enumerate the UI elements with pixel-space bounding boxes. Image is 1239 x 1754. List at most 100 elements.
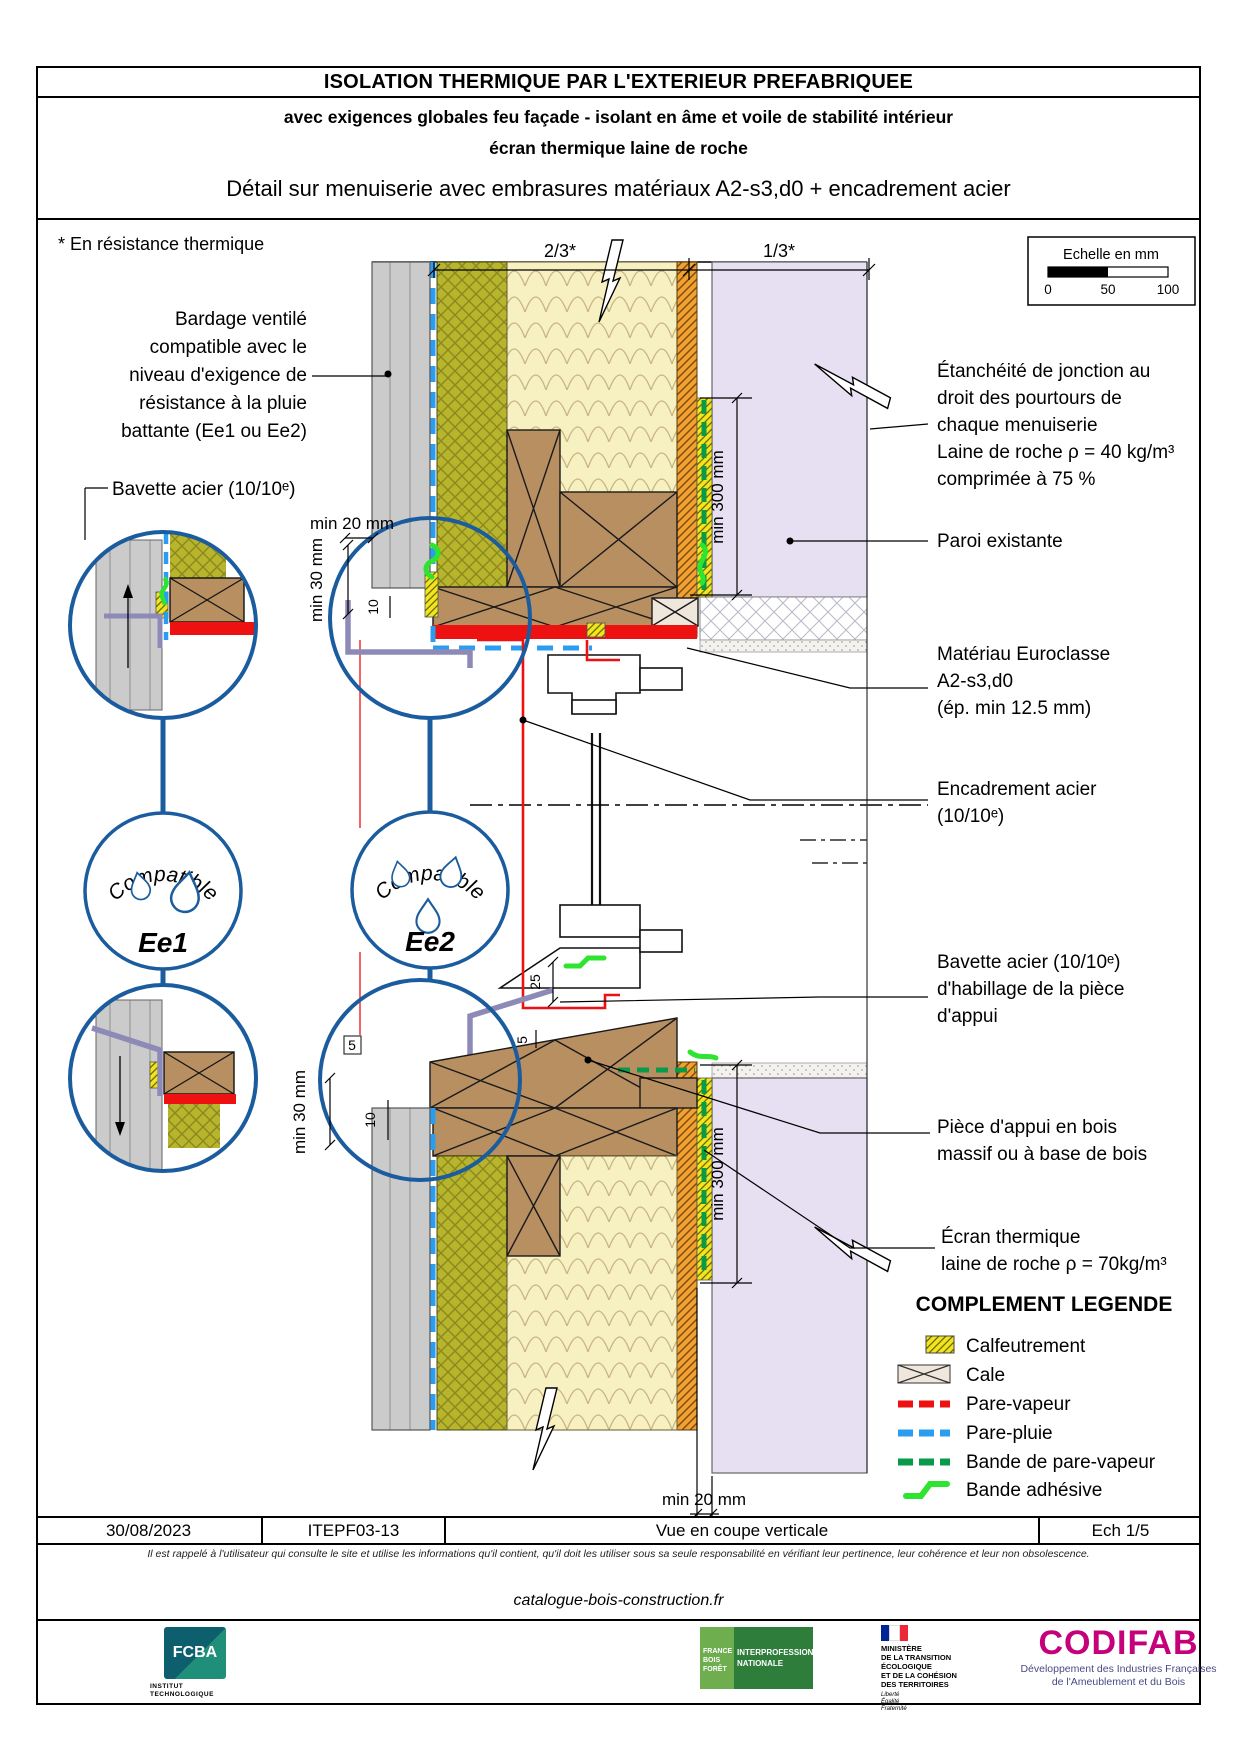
legend-swatch-bande-adhesive: [903, 1481, 950, 1499]
finish-strip-upper: [699, 639, 868, 653]
page-title: ISOLATION THERMIQUE PAR L'EXTERIEUR PREF…: [36, 66, 1201, 98]
label-encadrement-2: (10/10ᵉ): [937, 806, 1004, 827]
sheet-scale: Ech 1/5: [1091, 1520, 1150, 1540]
fbf-right-1: INTERPROFESSION: [737, 1648, 814, 1657]
stamp-ee1: Compatible Ee1: [83, 811, 243, 971]
ministere-logo: MINISTÈRE DE LA TRANSITION ÉCOLOGIQUE ET…: [881, 1625, 1001, 1713]
sheet-view-name: Vue en coupe verticale: [446, 1518, 1040, 1543]
sheet-reference: ITEPF03-13: [263, 1518, 446, 1543]
wall-section-upper: [371, 261, 868, 653]
detail-circle-F: [318, 978, 522, 1182]
dim-min20-top: min 20 mm: [310, 514, 394, 533]
label-etancheite-5: comprimée à 75 %: [937, 469, 1096, 490]
label-euroclasse-3: (ép. min 12.5 mm): [937, 698, 1091, 719]
title-block-bar: 30/08/2023 ITEPF03-13 Vue en coupe verti…: [36, 1516, 1201, 1545]
website-link[interactable]: catalogue-bois-construction.fr: [513, 1592, 724, 1609]
stamp-ee2: Compatible Ee2: [350, 810, 510, 970]
existing-wall-lower: [711, 1077, 868, 1474]
steel-frame-lines: [345, 600, 620, 1062]
ministere-line-4: ET DE LA COHÉSION: [881, 1671, 957, 1680]
label-bardage-4: résistance à la pluie: [139, 393, 307, 414]
fbf-right-2: NATIONALE: [737, 1659, 784, 1668]
dim-ten-bot: 10: [362, 1112, 378, 1128]
subtitle-line-1: avec exigences globales feu façade - iso…: [283, 107, 954, 127]
wall-section-lower: [371, 262, 868, 1474]
dim-min20-bot: min 20 mm: [662, 1490, 746, 1509]
legend: COMPLEMENT LEGENDE Calfeutrement Cale Pa…: [897, 1293, 1173, 1501]
scale-box-title: Echelle en mm: [1063, 247, 1159, 263]
dim-25: 25: [527, 974, 543, 990]
leader-lines: [84, 370, 935, 1249]
scale-tick-50: 50: [1100, 282, 1115, 297]
label-ecran-1: Écran thermique: [941, 1227, 1080, 1248]
ministere-line-5: DES TERRITOIRES: [881, 1680, 949, 1689]
section-drawing: Compatible Ee1 Compatible Ee2: [58, 234, 1196, 1516]
timber-stud-lower: [506, 1155, 561, 1257]
label-euroclasse-2: A2-s3,d0: [937, 671, 1013, 692]
ministere-line-3: ÉCOLOGIQUE: [881, 1662, 932, 1671]
rockwool-core-upper: [436, 261, 508, 588]
detail-title: Détail sur menuiserie avec embrasures ma…: [226, 176, 1011, 201]
fcba-sub-1: INSTITUT: [150, 1683, 184, 1690]
detail-E-content: [91, 999, 236, 1171]
label-bavette-head: Bavette acier (10/10ᵉ): [112, 479, 295, 500]
dimension-lines: [324, 258, 876, 1516]
embrasure-panel-lower: [676, 1061, 698, 1431]
motto-3: Fraternité: [881, 1706, 907, 1712]
codifab-tag-1: Développement des Industries Françaises: [1020, 1663, 1217, 1675]
right-labels: Étanchéité de jonction au droit des pour…: [937, 361, 1174, 1275]
codifab-logo: CODIFAB Développement des Industries Fra…: [1011, 1625, 1226, 1689]
legend-item-4: Pare-pluie: [966, 1423, 1053, 1444]
fbf-line-3: FORÊT: [703, 1666, 727, 1673]
label-bavette-appui-1: Bavette acier (10/10ᵉ): [937, 952, 1120, 973]
label-bardage-5: battante (Ee1 ou Ee2): [121, 421, 307, 442]
legend-item-6: Bande adhésive: [966, 1480, 1102, 1501]
label-bardage-1: Bardage ventilé: [175, 309, 307, 330]
pare-vapeur-band: [433, 625, 697, 639]
label-piece-appui-1: Pièce d'appui en bois: [937, 1117, 1117, 1138]
timber-frame-upper: [432, 429, 699, 628]
title-divider: [36, 218, 1201, 220]
rockwool-core-lower: [436, 1155, 508, 1431]
bande-adhesive-marks: [423, 542, 719, 1061]
left-labels: Bardage ventilé compatible avec le nivea…: [112, 309, 307, 500]
ministere-line-2: DE LA TRANSITION: [881, 1653, 952, 1662]
existing-wall-upper: [711, 261, 868, 598]
calfeutrement-head-2: [586, 622, 606, 638]
label-encadrement-1: Encadrement acier: [937, 779, 1097, 800]
fcba-sub-2: TECHNOLOGIQUE: [150, 1691, 214, 1698]
dim-min30-bot: min 30 mm: [290, 1070, 309, 1154]
ministere-line-1: MINISTÈRE: [881, 1644, 922, 1653]
legend-swatch-cale: [897, 1364, 951, 1384]
codifab-mark: CODIFAB: [1038, 1624, 1199, 1662]
bardage-cladding-lower: [371, 1107, 431, 1431]
footnote: * En résistance thermique: [58, 234, 264, 254]
motto-1: Liberté: [881, 1692, 900, 1698]
scale-box: Echelle en mm 0 50 100: [1027, 236, 1196, 306]
subtitle-line-2: écran thermique laine de roche: [489, 138, 748, 158]
legend-item-2: Cale: [966, 1365, 1005, 1386]
dim-ten-top: 10: [365, 599, 381, 615]
dim-min30-top: min 30 mm: [307, 538, 326, 622]
label-etancheite-3: chaque menuiserie: [937, 415, 1098, 436]
legend-swatch-calfeutrement: [925, 1335, 955, 1354]
label-ecran-2: laine de roche ρ = 70kg/m³: [941, 1254, 1167, 1275]
label-etancheite-4: Laine de roche ρ = 40 kg/m³: [937, 442, 1174, 463]
label-paroi: Paroi existante: [937, 531, 1063, 552]
dim-min300-bot: min 300 mm: [708, 1127, 727, 1221]
stamp-ee1-code: Ee1: [138, 927, 188, 958]
sheet-date: 30/08/2023: [36, 1518, 263, 1543]
bardage-cladding-upper: [371, 261, 431, 589]
detail-connectors: [160, 718, 433, 985]
label-etancheite-2: droit des pourtours de: [937, 388, 1122, 409]
page-subtitles: avec exigences globales feu façade - iso…: [38, 102, 1199, 164]
timber-sill: [429, 1017, 698, 1157]
label-bardage-2: compatible avec le: [150, 337, 307, 358]
legend-title: COMPLEMENT LEGENDE: [916, 1293, 1173, 1316]
dim-span-right: 1/3*: [763, 241, 795, 261]
compressed-rockwool-strip: [699, 596, 868, 641]
label-bavette-appui-3: d'appui: [937, 1006, 998, 1027]
dim-5: 5: [514, 1036, 530, 1044]
fbf-line-1: FRANCE: [703, 1648, 733, 1655]
embrasure-panel-upper: [676, 261, 698, 638]
